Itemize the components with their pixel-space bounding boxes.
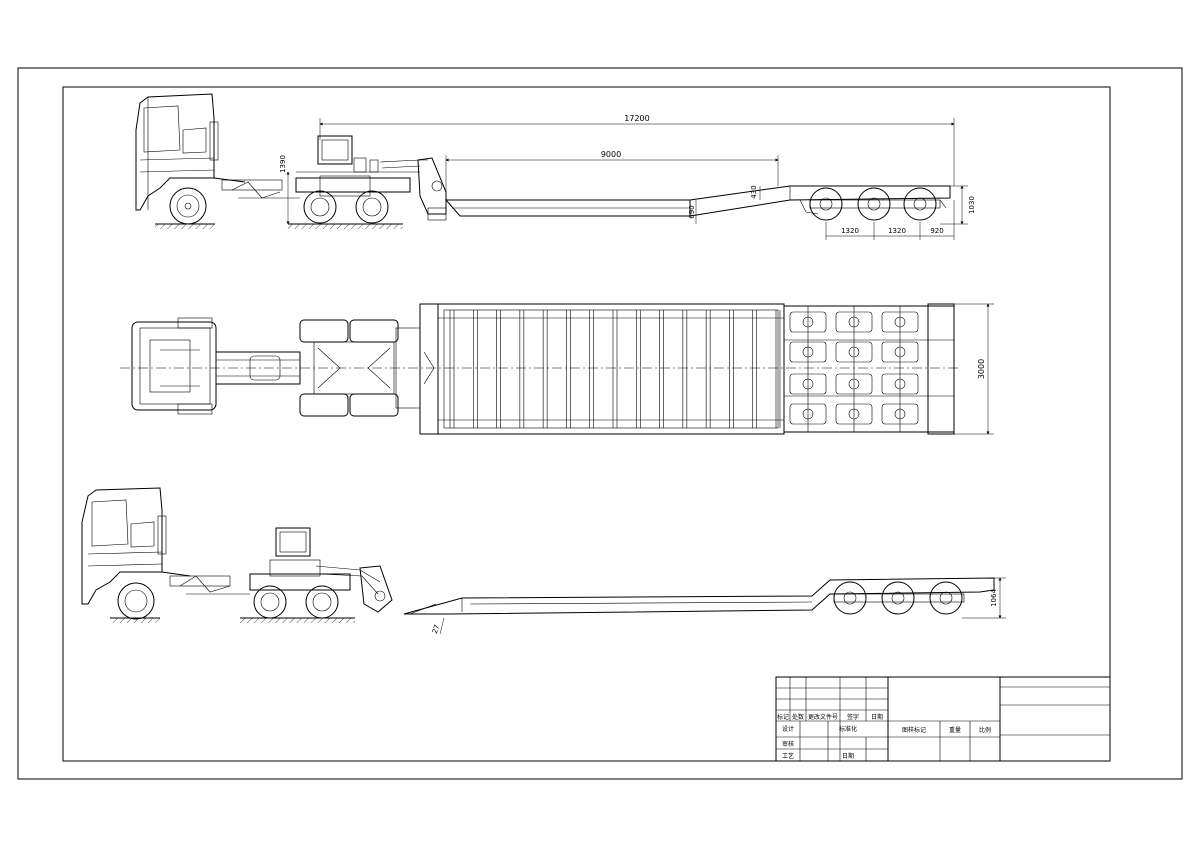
tb-approve-date: 日期 — [842, 752, 854, 760]
wheel — [305, 585, 339, 619]
dim-deck-height: 690 — [688, 205, 696, 218]
top-view: 3000 — [120, 303, 994, 435]
inner-frame — [62, 86, 1111, 762]
tb-weight: 重量 — [949, 726, 961, 734]
tb-standardization: 标准化 — [839, 725, 857, 733]
dim-axle-spacing-1: 1320 — [841, 227, 859, 235]
dim-rear-height: 1064 — [990, 589, 998, 607]
wheel — [253, 585, 287, 619]
outer-frame — [17, 67, 1183, 780]
tb-review: 审核 — [782, 740, 794, 748]
ground-hatch — [288, 224, 403, 229]
dim-rear-step: 430 — [750, 185, 758, 198]
rear-axles-side-2 — [833, 581, 965, 615]
rear-axles-side — [799, 187, 947, 221]
wheel — [117, 582, 155, 620]
loading-side-view: 27 1064 — [81, 487, 1006, 635]
dim-gooseneck-height: 1390 — [279, 155, 287, 173]
lowered-deck — [403, 577, 995, 615]
tractor-cab-plan — [131, 317, 217, 415]
wheel — [303, 190, 337, 224]
tb-change-doc: 更改文件号 — [808, 713, 838, 721]
tractor-cab-side-2 — [81, 487, 250, 605]
rear-neck-side — [689, 185, 951, 217]
tb-date: 日期 — [871, 713, 883, 721]
dolly-wheels-plan — [299, 319, 421, 417]
deck-plan — [419, 303, 785, 435]
tb-process: 工艺 — [782, 752, 794, 760]
dim-rear-deck-height: 1030 — [968, 196, 976, 214]
dim-ramp-angle: 27 — [431, 624, 442, 635]
dim-axle-spacing-2: 1320 — [888, 227, 906, 235]
dim-width: 3000 — [977, 359, 986, 379]
side-view: 17200 9000 1390 430 690 1030 1320 1320 9… — [135, 93, 976, 240]
ground-hatch — [155, 224, 215, 229]
tractor-frame-plan — [215, 351, 301, 385]
jeep-dolly-side-2 — [249, 527, 393, 613]
tb-mark: 标记 — [777, 713, 789, 721]
rear-bogie-plan — [783, 303, 955, 435]
side-view-dimensions: 17200 9000 1390 430 690 1030 1320 1320 9… — [279, 114, 976, 240]
tb-signature: 签字 — [847, 713, 859, 721]
wheel — [355, 190, 389, 224]
tb-design: 设计 — [782, 725, 794, 733]
tb-scale: 比例 — [979, 726, 991, 734]
tractor-cab-side — [135, 93, 300, 211]
tb-count: 处数 — [792, 713, 804, 721]
wheel — [169, 187, 207, 225]
title-block: 标记 处数 更改文件号 签字 日期 设计 标准化 审核 工艺 日期 图样标记 重… — [775, 676, 1111, 762]
dim-overall-length: 17200 — [624, 114, 649, 123]
jeep-dolly-side — [295, 135, 428, 197]
dim-rear-overhang: 920 — [930, 227, 943, 235]
dim-deck-length: 9000 — [601, 150, 621, 159]
tb-stage-mark: 图样标记 — [902, 726, 926, 734]
